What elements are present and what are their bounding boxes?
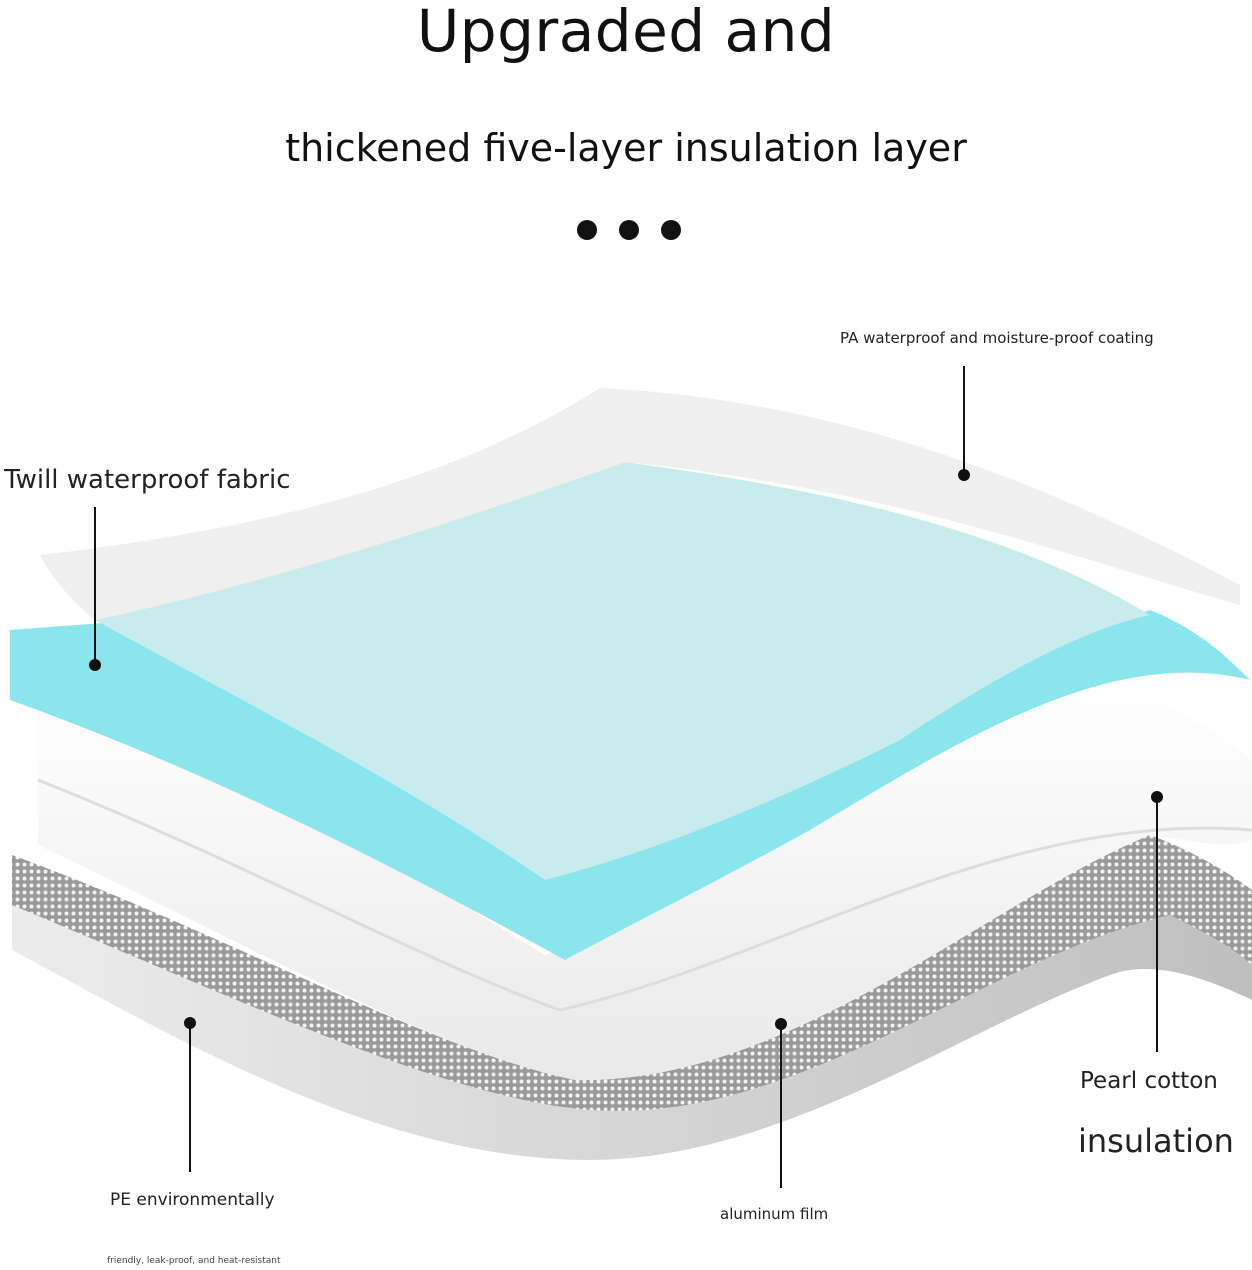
page-title: Upgraded and xyxy=(416,0,836,65)
pa-leader-dot xyxy=(958,469,970,481)
aluminum-layer xyxy=(12,835,1252,1111)
ornament-dot xyxy=(661,220,681,240)
pe-leader-dot xyxy=(184,1017,196,1029)
page-subtitle: thickened five-layer insulation layer xyxy=(285,126,967,170)
label-twill-fabric: Twill waterproof fabric xyxy=(4,465,291,495)
aluminum-leader-dot xyxy=(775,1018,787,1030)
label-pe-line2: friendly, leak-proof, and heat-resistant xyxy=(107,1256,281,1266)
pe-layer xyxy=(12,905,1252,1160)
pearl-cotton-edge xyxy=(37,778,1252,1012)
twill-leader-dot xyxy=(89,659,101,671)
pearl-leader-dot xyxy=(1151,791,1163,803)
pearl-cotton-layer xyxy=(38,680,1252,1081)
label-aluminum-film: aluminum film xyxy=(720,1205,829,1223)
ornament-dot xyxy=(619,220,639,240)
pa-coating-layer xyxy=(40,388,1240,620)
label-pa-coating: PA waterproof and moisture-proof coating xyxy=(840,329,1154,347)
twill-fabric-top xyxy=(95,462,1150,880)
label-pe-line1: PE environmentally xyxy=(110,1190,275,1210)
ornament-dot xyxy=(577,220,597,240)
label-pearl-cotton-line1: Pearl cotton xyxy=(1080,1068,1218,1094)
label-pearl-cotton-line2: insulation xyxy=(1078,1122,1234,1160)
